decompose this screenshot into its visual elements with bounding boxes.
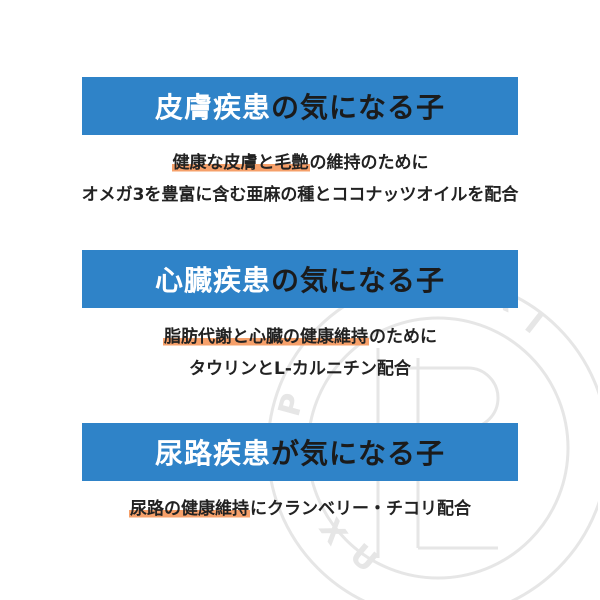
heart-disease-banner: 心臓疾患の気になる子 [82, 250, 518, 308]
urinary-disease-banner: 尿路疾患が気になる子 [82, 423, 518, 481]
highlight-mark: 尿路の健康維持 [129, 499, 250, 519]
text-rest: のために [369, 327, 437, 347]
banner-highlight: 尿路疾患 [154, 437, 271, 470]
highlight-mark: 健康な皮膚と毛艶 [171, 153, 310, 173]
heart-benefit-line1: 脂肪代謝と心臓の健康維持のために [0, 322, 600, 347]
text-rest: の維持のために [309, 153, 429, 173]
banner-rest: の気になる子 [271, 91, 446, 124]
banner-highlight: 心臓疾患 [154, 264, 271, 297]
skin-disease-banner: 皮膚疾患の気になる子 [82, 77, 518, 135]
banner-rest: の気になる子 [271, 264, 446, 297]
banner-highlight: 皮膚疾患 [154, 91, 271, 124]
svg-text:P: P [272, 390, 312, 420]
urinary-benefit-line1: 尿路の健康維持にクランベリー・チコリ配合 [0, 494, 600, 519]
skin-benefit-line1: 健康な皮膚と毛艶の維持のために [0, 148, 600, 173]
svg-text:U: U [343, 537, 384, 579]
heart-benefit-line2: タウリンとL-カルニチン配合 [189, 359, 411, 379]
banner-rest: が気になる子 [271, 437, 446, 470]
highlight-mark: 脂肪代謝と心臓の健康維持 [163, 327, 369, 347]
text-rest: にクランベリー・チコリ配合 [250, 499, 471, 519]
skin-benefit-line2: オメガ3を豊富に含む亜麻の種とココナッツオイルを配合 [81, 185, 519, 205]
